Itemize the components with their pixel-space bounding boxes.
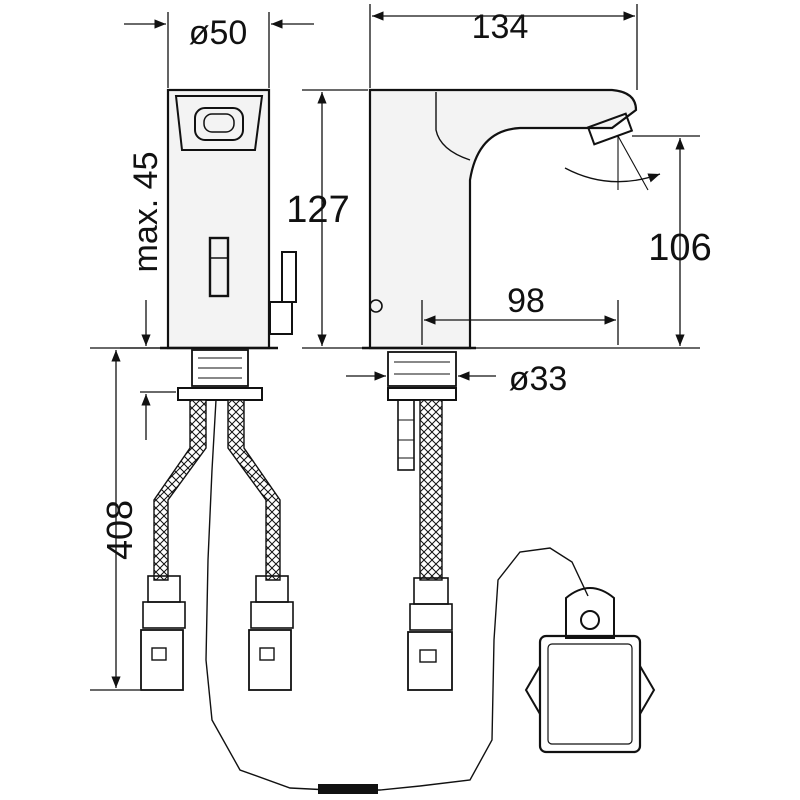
dim-max-deck-thickness: max. 45	[127, 152, 165, 273]
front-view	[140, 88, 421, 791]
mounting-nut-side	[387, 351, 457, 387]
hose-fitting-left	[140, 575, 186, 691]
hose-fitting-right	[248, 575, 294, 691]
braided-hose-right	[227, 399, 281, 581]
control-box-cable	[419, 547, 589, 787]
dim-total-width: 134	[472, 8, 529, 46]
braided-hose-left	[153, 399, 207, 581]
dim-spout-height: 106	[648, 227, 711, 269]
control-box-housing	[538, 634, 642, 754]
braided-hose-side	[419, 399, 443, 581]
mounting-plate-front	[177, 387, 263, 401]
angle-arc-icon	[564, 167, 661, 183]
control-box	[524, 587, 656, 754]
faucet-body-side	[368, 88, 638, 350]
dim-shank-diameter: ø33	[509, 360, 568, 398]
aerator	[194, 107, 244, 141]
dimension-lines	[90, 4, 700, 691]
dim-hose-length: 408	[99, 500, 140, 560]
outlet-nozzle	[586, 112, 634, 146]
side-view	[318, 88, 661, 794]
control-box-hanger	[565, 587, 615, 639]
faucet-body-front	[166, 88, 271, 350]
spout-head-front	[174, 95, 264, 151]
side-lever	[281, 251, 297, 303]
sensor-window	[208, 236, 230, 298]
hose-fitting-side	[407, 577, 453, 691]
lever-base	[269, 301, 293, 335]
threaded-rod	[397, 399, 415, 471]
aerator-inner	[203, 113, 235, 133]
dim-body-diameter: ø50	[189, 14, 248, 52]
dim-spout-reach: 98	[507, 282, 545, 320]
cable-clip	[318, 784, 378, 794]
mounting-nut-front	[191, 349, 249, 387]
indicator-dot	[369, 299, 383, 313]
mounting-plate-side	[387, 387, 457, 401]
dim-body-height: 127	[286, 189, 349, 231]
